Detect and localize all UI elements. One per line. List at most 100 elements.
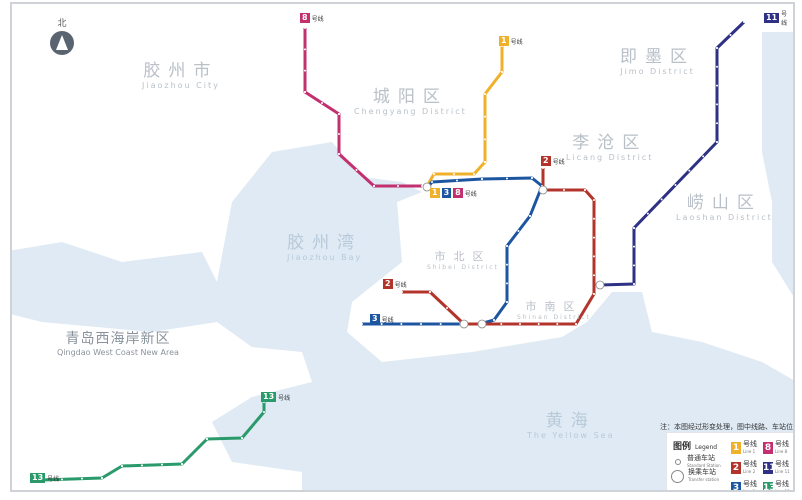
station-dot[interactable]	[688, 169, 691, 172]
station-dot[interactable]	[633, 245, 635, 248]
station-dot[interactable]	[361, 323, 363, 325]
station-dot[interactable]	[506, 245, 508, 247]
station-dot[interactable]	[484, 115, 486, 118]
station-dot[interactable]	[500, 323, 503, 325]
station-dot[interactable]	[400, 323, 403, 325]
station-dot[interactable]	[593, 274, 595, 277]
station-dot[interactable]	[453, 173, 455, 175]
station-dot[interactable]	[338, 153, 340, 155]
station-dot[interactable]	[575, 323, 577, 325]
station-dot[interactable]	[421, 185, 423, 187]
station-dot[interactable]	[481, 178, 483, 180]
station-dot[interactable]	[493, 319, 495, 321]
station-dot[interactable]	[61, 478, 63, 481]
station-dot[interactable]	[716, 84, 718, 87]
station-dot[interactable]	[304, 69, 306, 72]
station-dot[interactable]	[433, 173, 435, 175]
station-dot[interactable]	[716, 141, 718, 143]
station-dot[interactable]	[517, 230, 520, 232]
station-dot[interactable]	[506, 177, 508, 180]
station-dot[interactable]	[401, 291, 403, 293]
transfer-station[interactable]	[422, 182, 432, 192]
station-dot[interactable]	[484, 93, 486, 95]
station-dot[interactable]	[484, 161, 486, 163]
station-dot[interactable]	[716, 65, 718, 68]
station-dot[interactable]	[506, 301, 508, 303]
station-dot[interactable]	[304, 27, 306, 29]
station-dot[interactable]	[373, 185, 375, 187]
station-dot[interactable]	[439, 323, 442, 325]
station-dot[interactable]	[563, 189, 565, 191]
station-dot[interactable]	[529, 215, 531, 217]
station-dot[interactable]	[716, 122, 718, 125]
station-dot[interactable]	[456, 179, 458, 182]
station-dot[interactable]	[556, 323, 559, 325]
station-dot[interactable]	[241, 437, 243, 439]
station-dot[interactable]	[355, 169, 358, 171]
station-dot[interactable]	[593, 199, 595, 201]
station-dot[interactable]	[506, 263, 508, 266]
station-dot[interactable]	[593, 236, 595, 239]
station-dot[interactable]	[531, 177, 533, 179]
transfer-station[interactable]	[477, 319, 487, 329]
station-dot[interactable]	[660, 198, 663, 201]
station-dot[interactable]	[446, 307, 448, 309]
station-dot[interactable]	[181, 463, 183, 465]
station-dot[interactable]	[429, 291, 431, 293]
station-dot[interactable]	[593, 255, 595, 258]
transfer-station[interactable]	[538, 185, 548, 195]
station-dot[interactable]	[633, 283, 635, 285]
line-1-route[interactable]	[425, 46, 504, 187]
station-dot[interactable]	[141, 464, 143, 467]
station-dot[interactable]	[420, 323, 422, 325]
station-dot[interactable]	[484, 138, 486, 141]
station-dot[interactable]	[81, 477, 83, 480]
station-dot[interactable]	[431, 181, 433, 183]
transfer-station[interactable]	[459, 319, 469, 329]
station-dot[interactable]	[537, 323, 540, 325]
transfer-station[interactable]	[595, 280, 605, 290]
station-dot[interactable]	[304, 91, 306, 93]
station-dot[interactable]	[674, 184, 677, 186]
district-name-en: Shinan District	[517, 314, 592, 321]
station-dot[interactable]	[161, 463, 163, 466]
station-dot[interactable]	[506, 282, 508, 285]
station-dot[interactable]	[206, 438, 208, 440]
line-13-route[interactable]	[41, 402, 266, 482]
junction-badge-1-3-8[interactable]: 1 3 8 号线	[430, 188, 477, 198]
station-dot[interactable]	[519, 323, 521, 325]
station-dot[interactable]	[584, 189, 586, 191]
station-dot[interactable]	[397, 185, 399, 187]
station-dot[interactable]	[542, 167, 544, 169]
station-dot[interactable]	[593, 293, 595, 295]
station-dot[interactable]	[338, 133, 340, 135]
station-dot[interactable]	[702, 155, 705, 158]
station-dot[interactable]	[743, 21, 745, 23]
station-dot[interactable]	[473, 173, 475, 175]
station-dot[interactable]	[716, 103, 718, 106]
station-dot[interactable]	[633, 227, 635, 229]
station-dot[interactable]	[304, 48, 306, 51]
station-dot[interactable]	[338, 113, 340, 115]
station-dot[interactable]	[633, 264, 635, 267]
station-dot[interactable]	[121, 465, 123, 467]
station-dot[interactable]	[729, 34, 732, 36]
station-dot[interactable]	[380, 323, 383, 325]
station-dot[interactable]	[593, 217, 595, 220]
station-dot[interactable]	[321, 102, 323, 104]
station-dot[interactable]	[101, 477, 103, 479]
station-dot[interactable]	[263, 411, 265, 413]
legend-label-en: Line 3	[743, 489, 756, 492]
station-dot[interactable]	[716, 47, 718, 49]
station-dot[interactable]	[501, 71, 503, 73]
station-dot[interactable]	[646, 212, 649, 215]
